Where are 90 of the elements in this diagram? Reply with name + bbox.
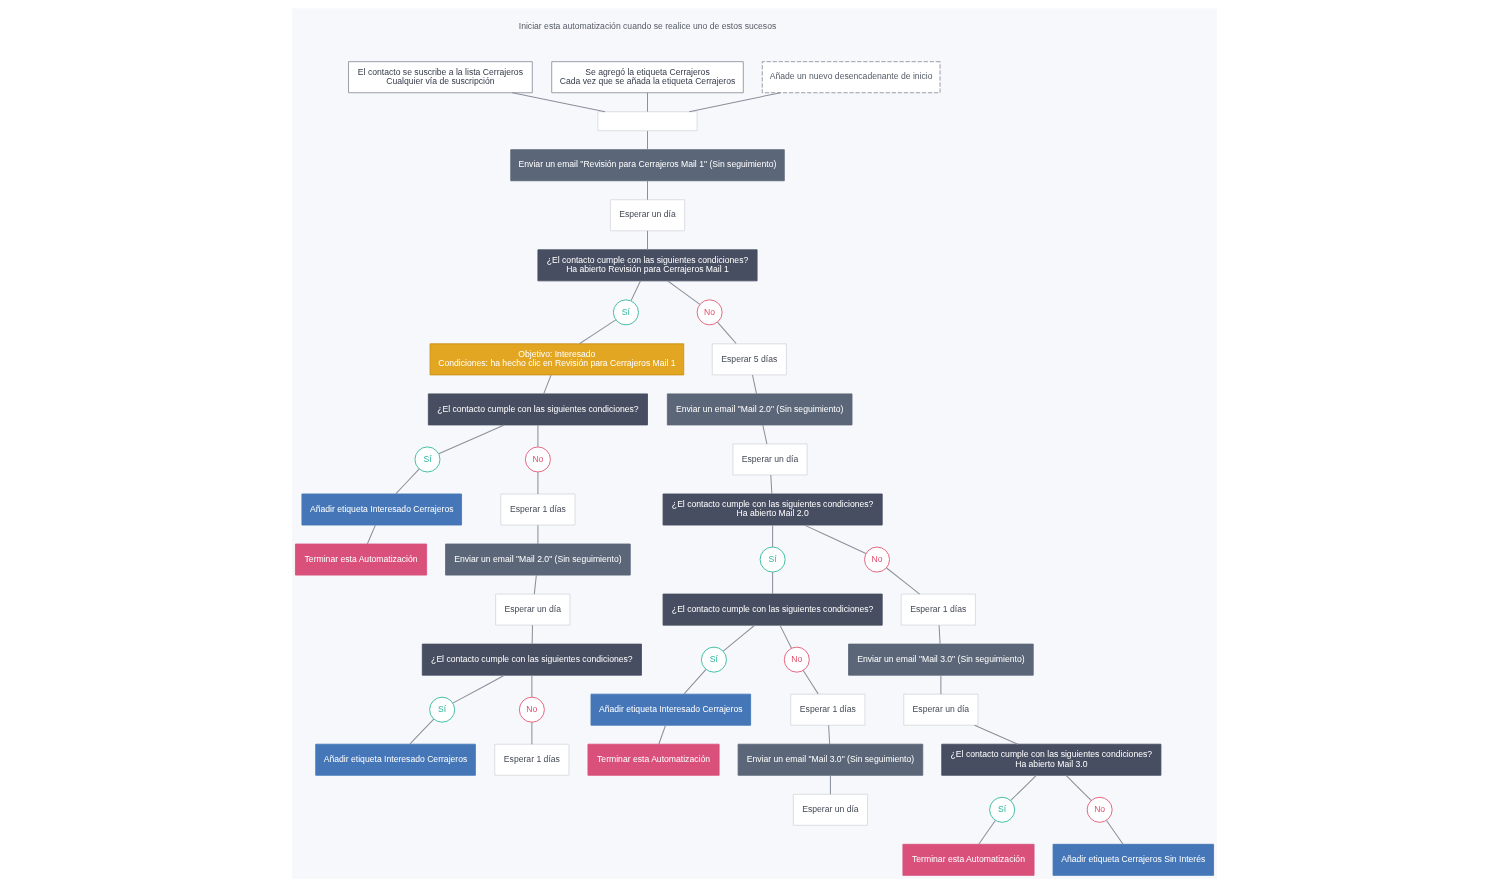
connector	[451, 674, 505, 704]
connector	[530, 674, 532, 698]
node-circle: Sí	[759, 546, 786, 573]
node-box: Enviar un email "Mail 3.0" (Sin seguimiento)	[737, 743, 923, 776]
connector	[716, 321, 737, 345]
connector	[536, 424, 538, 448]
connector	[683, 668, 707, 695]
connector	[779, 624, 792, 649]
connector	[536, 524, 538, 545]
connector	[938, 624, 941, 645]
node-box: ¿El contacto cumple con las siguientes condiciones? Ha abierto Revisión para Cerrajeros Mail 1	[537, 249, 757, 282]
node-box: Esperar un día	[609, 199, 685, 232]
node-box: Esperar un día	[732, 443, 808, 476]
node-circle: Sí	[612, 299, 639, 326]
connector	[885, 567, 920, 595]
node-box: ¿El contacto cumple con las siguientes condiciones?	[427, 393, 648, 426]
connector	[973, 724, 1018, 745]
connector	[394, 468, 420, 495]
connector	[666, 280, 700, 305]
connector	[531, 624, 533, 645]
connector	[761, 424, 767, 445]
connector	[657, 724, 666, 745]
node-circle: No	[524, 446, 551, 473]
connector	[437, 424, 505, 455]
node-box: Añadir etiqueta Interesado Cerrajeros	[590, 693, 751, 726]
connector	[803, 524, 866, 555]
node-box: Terminar esta Automatización	[294, 543, 427, 576]
node-box: Esperar un día	[902, 693, 978, 726]
node-box: Esperar 1 días	[493, 743, 569, 776]
connector	[630, 280, 641, 302]
label: Iniciar esta automatización cuando se realice uno de estos sucesos	[518, 21, 776, 32]
connector	[536, 471, 538, 495]
connector	[771, 524, 773, 548]
connector	[646, 130, 648, 150]
connector	[1009, 774, 1037, 801]
connector	[829, 774, 831, 795]
node-box: Esperar 1 días	[900, 593, 976, 626]
node-box: Esperar un día	[494, 593, 570, 626]
node-box: Esperar 1 días	[499, 493, 575, 526]
connector	[751, 374, 757, 395]
connector	[646, 92, 648, 113]
connector	[1065, 774, 1092, 801]
node-box: Añadir etiqueta Interesado Cerrajeros	[314, 743, 476, 776]
connector	[722, 624, 755, 652]
node-circle: Sí	[988, 796, 1015, 823]
connector	[771, 571, 773, 595]
node-box: Se agregó la etiqueta Cerrajeros Cada vez que se añada la etiqueta Cerrajeros	[550, 61, 744, 94]
node-box: Añade un nuevo desencadenante de inicio	[761, 61, 940, 94]
node-box: Enviar un email "Revisión para Cerrajeros Mail 1" (Sin seguimiento)	[509, 149, 785, 182]
connector	[977, 819, 996, 845]
connector	[646, 230, 648, 251]
node-box: ¿El contacto cumple con las siguientes condiciones? Ha abierto Mail 2.0	[662, 493, 883, 526]
node-box: Enviar un email "Mail 3.0" (Sin seguimiento)	[847, 643, 1034, 676]
node-box	[596, 111, 698, 132]
node-box: Añadir etiqueta Interesado Cerrajeros	[301, 493, 462, 526]
node-box: ¿El contacto cumple con las siguientes condiciones?	[421, 643, 642, 676]
node-box: Enviar un email "Mail 2.0" (Sin seguimiento)	[666, 393, 852, 426]
node-circle: No	[518, 696, 545, 723]
connector	[366, 524, 376, 545]
node-box: El contacto se suscribe a la lista Cerrajeros Cualquier vía de suscripción	[347, 61, 533, 94]
node-circle: Sí	[700, 646, 727, 673]
node-box: Enviar un email "Mail 2.0" (Sin seguimiento)	[444, 543, 631, 576]
node-box: ¿El contacto cumple con las siguientes condiciones? Ha abierto Mail 3.0	[940, 743, 1161, 776]
connector	[533, 574, 537, 595]
node-box: Añadir etiqueta Cerrajeros Sin Interés	[1052, 843, 1214, 876]
node-circle: No	[696, 299, 723, 326]
connector	[939, 674, 941, 695]
connector	[409, 718, 434, 745]
connector	[769, 474, 772, 495]
connector	[688, 92, 781, 113]
node-box: Esperar un día	[792, 793, 868, 826]
node-circle: No	[1086, 796, 1113, 823]
connector	[578, 319, 616, 345]
connector	[802, 670, 819, 695]
node-circle: No	[783, 646, 810, 673]
node-box: Esperar 1 días	[789, 693, 865, 726]
connector	[827, 724, 830, 745]
node-circle: Sí	[428, 696, 455, 723]
node-box: Esperar 5 días	[711, 343, 787, 376]
node-circle: No	[863, 546, 890, 573]
connector	[511, 92, 606, 113]
node-box: Terminar esta Automatización	[587, 743, 720, 776]
node-box: Objetivo: Interesado Condiciones: ha hecho clic en Revisión para Cerrajeros Mail 1	[429, 343, 684, 376]
node-box: ¿El contacto cumple con las siguientes condiciones?	[662, 593, 883, 626]
connector	[530, 721, 532, 745]
connector	[1105, 819, 1124, 845]
connector	[542, 374, 552, 395]
node-circle: Sí	[414, 446, 440, 473]
node-box: Terminar esta Automatización	[902, 843, 1034, 876]
connector	[646, 180, 648, 201]
